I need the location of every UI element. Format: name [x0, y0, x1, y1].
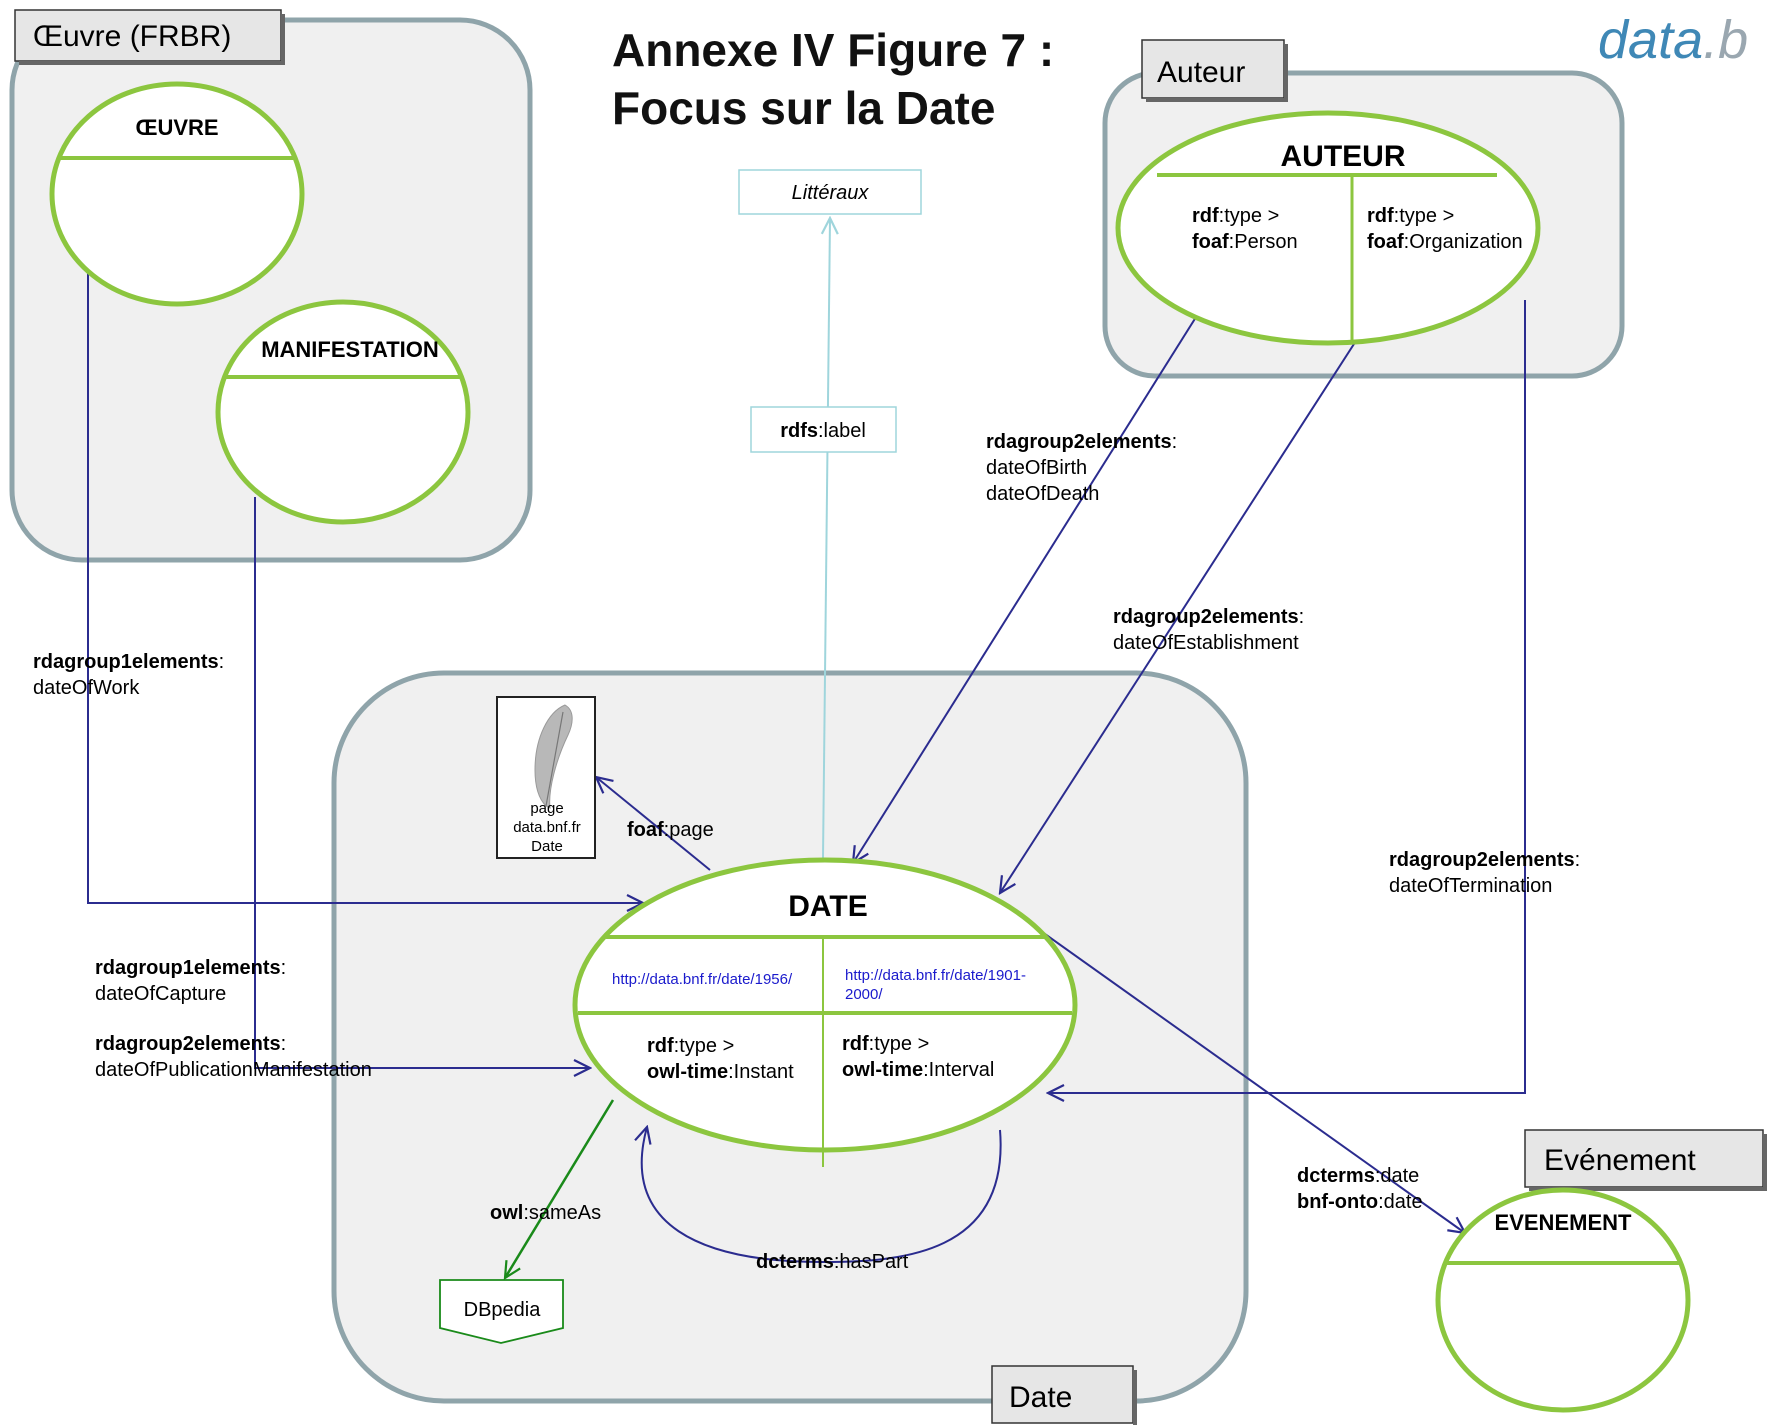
- edge-event-date: [999, 901, 1465, 1233]
- date-uri-interval-2: 2000/: [845, 986, 883, 1003]
- svg-text:Auteur: Auteur: [1157, 56, 1245, 89]
- label-termination: rdagroup2elements: dateOfTermination: [1389, 849, 1580, 897]
- svg-text:dcterms:hasPart: dcterms:hasPart: [756, 1251, 909, 1273]
- svg-text:Evénement: Evénement: [1544, 1144, 1696, 1177]
- label-birth-death: rdagroup2elements: dateOfBirth dateOfDea…: [986, 431, 1177, 505]
- tab-evenement: Evénement: [1524, 1129, 1767, 1191]
- label-foaf-page: foaf:page: [627, 819, 714, 841]
- svg-text:Œuvre (FRBR): Œuvre (FRBR): [33, 20, 231, 53]
- page-document-icon: page data.bnf.fr Date: [496, 696, 596, 859]
- date-uri-interval-1: http://data.bnf.fr/date/1901-: [845, 967, 1026, 984]
- data-bnf-logo: data.b: [1598, 10, 1748, 70]
- entity-manifestation-title: MANIFESTATION: [261, 337, 439, 362]
- svg-text:owl:sameAs: owl:sameAs: [490, 1202, 601, 1224]
- date-interval-type: rdf:type >: [842, 1033, 929, 1055]
- tab-date: Date: [991, 1365, 1137, 1425]
- literal-box: Littéraux: [738, 169, 922, 215]
- label-date-of-work: rdagroup1elements: dateOfWork: [33, 651, 224, 699]
- edge-date-of-work: [87, 272, 643, 903]
- edge-foaf-page: [596, 777, 711, 871]
- svg-text:rdagroup1elements:: rdagroup1elements:: [33, 651, 224, 673]
- label-date-of-publication: rdagroup2elements: dateOfPublicationMani…: [95, 1033, 372, 1081]
- svg-text:owl-time:Instant: owl-time:Instant: [647, 1061, 794, 1083]
- edge-establishment: [1000, 329, 1364, 893]
- label-date-of-capture: rdagroup1elements: dateOfCapture: [95, 957, 286, 1005]
- entity-oeuvre: ŒUVRE: [49, 81, 305, 307]
- svg-text:rdagroup2elements:: rdagroup2elements:: [1389, 849, 1580, 871]
- entity-evenement: EVENEMENT: [1435, 1187, 1691, 1413]
- label-establishment: rdagroup2elements: dateOfEstablishment: [1113, 606, 1304, 654]
- entity-auteur-title: AUTEUR: [1281, 140, 1406, 173]
- svg-text:data.b: data.b: [1598, 10, 1748, 70]
- label-has-part: dcterms:hasPart: [756, 1251, 909, 1273]
- svg-text:Date: Date: [1009, 1381, 1072, 1414]
- svg-text:rdagroup2elements:: rdagroup2elements:: [1113, 606, 1304, 628]
- edge-termination: [1048, 300, 1526, 1093]
- label-event-date: dcterms:date bnf-onto:date: [1297, 1165, 1423, 1213]
- svg-text:owl-time:Interval: owl-time:Interval: [842, 1059, 994, 1081]
- svg-text:dateOfWork: dateOfWork: [33, 677, 140, 699]
- entity-oeuvre-title: ŒUVRE: [135, 115, 218, 140]
- title-line-1: Annexe IV Figure 7 :: [612, 24, 1054, 76]
- edge-owl-sameas: [505, 1099, 615, 1278]
- svg-text:rdagroup2elements:: rdagroup2elements:: [95, 1033, 286, 1055]
- entity-evenement-title: EVENEMENT: [1495, 1210, 1632, 1235]
- edge-birth-death: [853, 297, 1209, 863]
- feather-icon: [534, 704, 573, 809]
- svg-text:dateOfPublicationManifestation: dateOfPublicationManifestation: [95, 1059, 372, 1081]
- svg-text:dateOfTermination: dateOfTermination: [1389, 875, 1552, 897]
- auteur-organization-type: rdf:type >: [1367, 205, 1454, 227]
- tab-oeuvre-frbr: Œuvre (FRBR): [14, 9, 285, 65]
- svg-text:dcterms:date: dcterms:date: [1297, 1165, 1419, 1187]
- svg-text:dateOfDeath: dateOfDeath: [986, 483, 1099, 505]
- entity-auteur: AUTEUR rdf:type > foaf:Person rdf:type >…: [1115, 110, 1541, 346]
- date-uri-instant: http://data.bnf.fr/date/1956/: [612, 971, 793, 988]
- svg-text:foaf:Person: foaf:Person: [1192, 231, 1298, 253]
- title-line-2: Focus sur la Date: [612, 82, 995, 134]
- svg-text:foaf:page: foaf:page: [627, 819, 714, 841]
- svg-text:Littéraux: Littéraux: [792, 182, 870, 204]
- rdfs-label-box: rdfs:label: [750, 406, 897, 453]
- svg-text:DBpedia: DBpedia: [464, 1299, 542, 1321]
- edge-rdfs-label: [823, 218, 830, 859]
- svg-text:Date: Date: [531, 838, 563, 855]
- svg-text:rdfs:label: rdfs:label: [780, 420, 866, 442]
- dbpedia-node: DBpedia: [439, 1279, 564, 1344]
- svg-text:dateOfBirth: dateOfBirth: [986, 457, 1087, 479]
- edge-has-part: [642, 1127, 1002, 1264]
- svg-text:bnf-onto:date: bnf-onto:date: [1297, 1191, 1423, 1213]
- svg-text:rdagroup1elements:: rdagroup1elements:: [95, 957, 286, 979]
- entity-date: DATE http://data.bnf.fr/date/1956/ http:…: [572, 857, 1078, 1167]
- edge-date-of-publication: [254, 497, 590, 1068]
- svg-text:data.bnf.fr: data.bnf.fr: [513, 819, 581, 836]
- date-instant-type: rdf:type >: [647, 1035, 734, 1057]
- label-owl-sameas: owl:sameAs: [490, 1202, 601, 1224]
- svg-text:foaf:Organization: foaf:Organization: [1367, 231, 1523, 253]
- svg-text:page: page: [530, 800, 563, 817]
- entity-manifestation: MANIFESTATION: [215, 299, 471, 525]
- svg-text:rdagroup2elements:: rdagroup2elements:: [986, 431, 1177, 453]
- svg-text:dateOfCapture: dateOfCapture: [95, 983, 226, 1005]
- svg-text:dateOfEstablishment: dateOfEstablishment: [1113, 632, 1299, 654]
- auteur-person-type: rdf:type >: [1192, 205, 1279, 227]
- tab-auteur: Auteur: [1141, 39, 1288, 102]
- entity-date-title: DATE: [788, 890, 867, 923]
